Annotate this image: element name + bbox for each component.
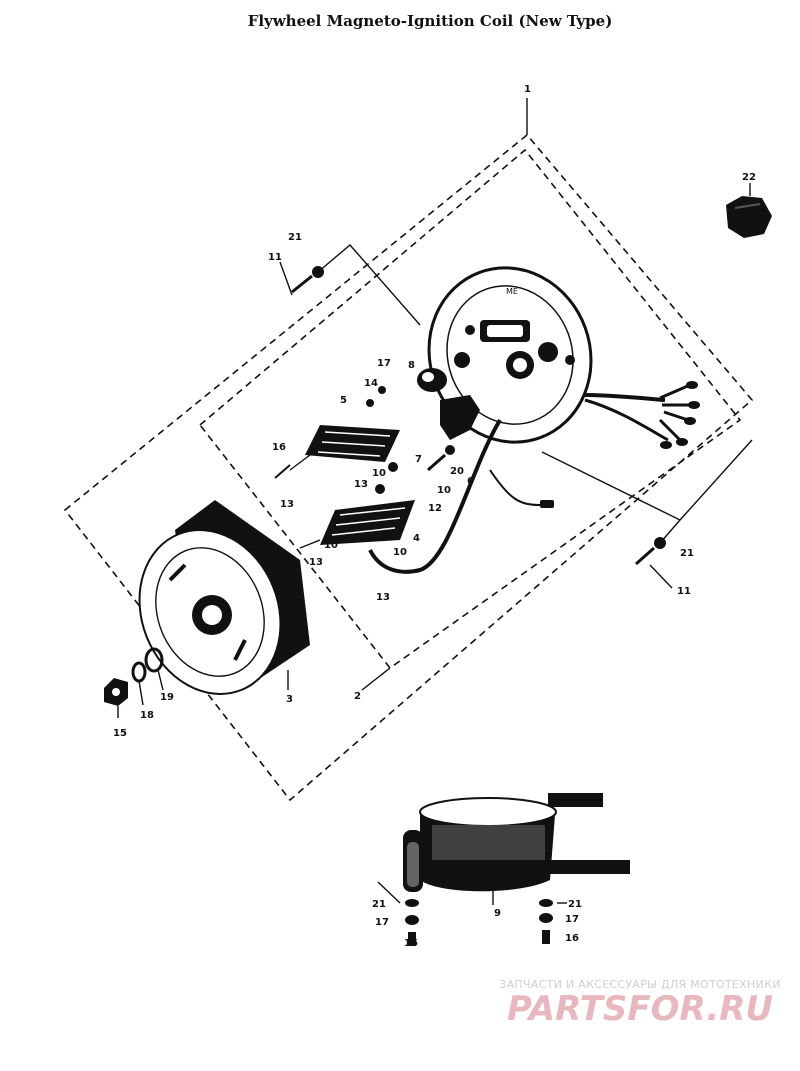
assembly-outline-1 [63, 98, 754, 802]
leader-lines [117, 183, 753, 905]
washer-19 [144, 647, 164, 673]
spring-washer-18 [131, 661, 147, 683]
callout-22: 22 [742, 172, 756, 183]
callout-17a: 17 [377, 358, 391, 369]
stator-base-plate: ME [427, 266, 593, 444]
callout-9: 9 [494, 908, 501, 919]
condenser-part-8 [417, 368, 480, 440]
callout-13b: 13 [354, 479, 368, 490]
callout-17c: 17 [565, 914, 579, 925]
callout-8: 8 [408, 360, 415, 371]
callout-7: 7 [415, 454, 422, 465]
callout-17b: 17 [375, 917, 389, 928]
cap-part-22 [726, 196, 772, 238]
ignition-coil-9 [403, 793, 630, 892]
screw-11-top [291, 266, 324, 294]
callout-21c: 21 [372, 899, 386, 910]
flywheel-nut-15 [104, 678, 128, 706]
callout-13d: 13 [376, 592, 390, 603]
assembly-outline-2 [198, 148, 742, 691]
callout-10d: 10 [393, 547, 407, 558]
watermark: ЗАПЧАСТИ И АКСЕССУАРЫ ДЛЯ МОТОТЕХНИКИ PA… [499, 978, 781, 1029]
callout-21b: 21 [680, 548, 694, 559]
callout-labels: 1 2 3 4 5 6 7 8 9 10 10 10 10 11 11 12 1… [113, 84, 756, 949]
callout-16a: 16 [272, 442, 286, 453]
callout-10c: 10 [324, 540, 338, 551]
callout-15: 15 [113, 728, 127, 739]
watermark-logo: PARTSFOR.RU [507, 989, 773, 1029]
callout-16b: 16 [404, 938, 418, 949]
callout-21a: 21 [288, 232, 302, 243]
callout-10a: 10 [372, 468, 386, 479]
coil-part-5 [289, 425, 400, 471]
callout-11a: 11 [268, 252, 282, 263]
callout-2: 2 [354, 691, 361, 702]
diagram-title: Flywheel Magneto-Ignition Coil (New Type… [248, 12, 613, 30]
coil-part-4 [299, 500, 415, 549]
callout-21d: 21 [568, 899, 582, 910]
wiring-harness [368, 381, 700, 574]
small-screws [274, 386, 455, 494]
svg-text:ME: ME [506, 287, 518, 296]
callout-1: 1 [524, 84, 531, 95]
callout-20: 20 [450, 466, 464, 477]
callout-19: 19 [160, 692, 174, 703]
callout-14: 14 [364, 378, 378, 389]
callout-13a: 13 [280, 499, 294, 510]
watermark-subtitle: ЗАПЧАСТИ И АКСЕССУАРЫ ДЛЯ МОТОТЕХНИКИ [499, 978, 781, 991]
callout-11b: 11 [677, 586, 691, 597]
callout-5: 5 [340, 395, 347, 406]
callout-13c: 13 [309, 557, 323, 568]
flywheel-rotor [138, 500, 310, 695]
coil-hardware-right [539, 899, 553, 944]
callout-10b: 10 [437, 485, 451, 496]
callout-3: 3 [286, 694, 293, 705]
callout-18: 18 [140, 710, 154, 721]
callout-16c: 16 [565, 933, 579, 944]
coil-hardware-left [405, 899, 419, 946]
callout-6: 6 [467, 476, 474, 487]
callout-12: 12 [428, 503, 442, 514]
callout-4: 4 [413, 533, 420, 544]
